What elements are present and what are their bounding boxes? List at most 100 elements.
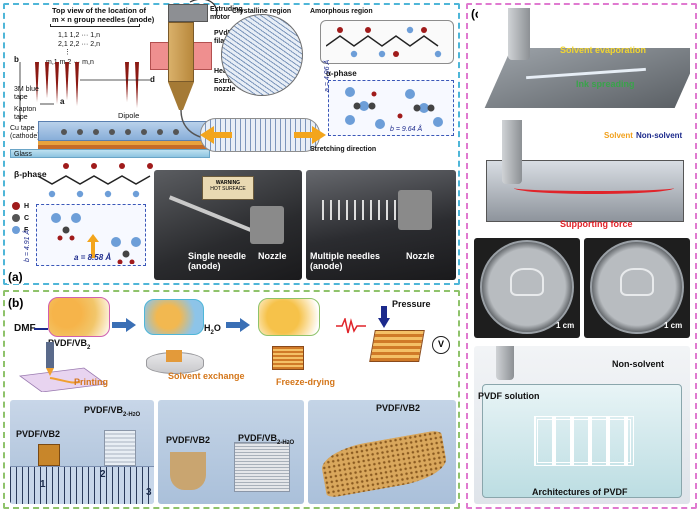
elephant-right [620,268,654,296]
scale-1: 1 cm [556,321,575,330]
mesh-sheet [234,442,290,492]
legend-c-label: C [24,215,30,222]
arrow-1 [112,318,136,332]
pvdf-vb2-text: PVDF/VB [48,338,88,348]
supporting-arc [514,182,674,194]
curved-sheet [170,452,206,490]
freeze-dry-zoom [258,298,320,336]
alpha-chain [326,26,442,58]
warning-line-1: WARNING [215,180,241,186]
legend-c-dot [12,214,20,222]
extruding-motor-label: Extruding motor [210,6,243,21]
printing-illustration [18,342,108,392]
pvdf-vb2-sub: 2 [87,344,91,351]
photo1-right-sub2: 2 [132,411,136,418]
stretch-arrows [200,126,326,144]
petri-left-disk [480,240,574,334]
pulse-icon [336,318,366,334]
elephant-left [510,268,544,296]
photo-film [308,400,456,504]
kapton-layer [38,141,208,145]
multiple-needles-photo [306,170,456,280]
ruler-num-3: 3 [146,487,152,498]
kapton-label: Kapton tape [14,106,37,121]
petri-dish-right [584,238,690,338]
top-view-title-1: Top view of the location of [52,6,147,15]
solvent-exchange-label: Solvent exchange [168,371,245,381]
dipole-row [61,129,179,135]
nozzle-label-2: Nozzle [406,251,435,261]
solvent-evap-label: Solvent evaporation [560,45,647,55]
photo-nozzle-body-2 [398,190,432,230]
photo-nozzle-body [250,206,284,244]
cube-large [104,430,136,466]
photo2-right-sub2: 2 [286,439,290,446]
dim-b: b [14,55,19,64]
extruder-nozzle [168,82,194,110]
photo1-left-label: PVDF/VB2 [16,429,61,439]
bath-sample [166,350,182,362]
pvdf-solution-label: PVDF solution [478,391,540,401]
photo-ruler [10,400,154,504]
cube-small [38,444,60,466]
beta-b-label: b = 4.91 Å [24,229,31,262]
legend-f-dot [12,226,20,234]
alpha-b-label: b = 9.64 Å [390,126,423,133]
legend-h-label: H [24,203,30,210]
tank-illustration [478,120,690,232]
photo1-right-o: O [135,411,141,418]
pressure-arrow [378,306,390,328]
beta-molecules [51,213,141,264]
freeze-drying-label: Freeze-drying [276,377,336,387]
architecture-illustration [474,346,690,504]
solvent-label: Solvent [604,131,633,140]
dim-a: a [60,97,65,106]
grid-row-1: 1,1 1,2 ··· 1,n [58,32,101,39]
non-solvent-label: Non-solvent [636,131,683,140]
syringe-bottom [496,346,514,380]
solvent-exchange-zoom [144,299,204,335]
h2o-sub: 2 [210,329,214,336]
beta-chain [38,163,153,198]
photo1-right-sub: 2-H [123,411,133,418]
alpha-molecules [345,87,443,129]
cu-layer [38,145,208,149]
photo1-right-label: PVDF/VB2-H2O [84,406,140,418]
freeze-dry-lattice [272,346,304,370]
h2o-label: H2O [204,324,221,336]
evaporation-illustration [478,8,690,116]
ruler [10,466,154,504]
panel-a [3,3,460,285]
printing-label: Printing [74,377,108,387]
blue-tape-label: 3M blue tape [14,86,39,101]
photo2-left-label: PVDF/VB2 [166,435,211,445]
nozzle-label-1: Nozzle [258,251,287,261]
legend-f-label: F [24,227,29,234]
sensor-stack [369,330,425,362]
pvdf-vb2-label: PVDF/VB2 [48,339,90,351]
crystalline-circle [221,14,303,96]
panel-b [3,290,460,509]
grid-row-3: m,1 m,2 ··· m,n [46,59,94,66]
dim-d: d [150,75,155,84]
dmf-arrow [34,328,48,330]
warning-line-2: HOT SURFACE [210,186,246,192]
stretching-label: Stretching direction [310,146,377,153]
extruder-body [168,22,194,82]
panel-b-label: (b) [7,296,25,310]
needle-array [19,62,150,122]
syringe-mid [502,120,522,184]
grid-dots: ⋮ [64,49,71,56]
panel-a-label: (a) [7,270,24,284]
photo2-right-sub: 2-H [277,439,287,446]
ruler-num-1: 1 [40,479,46,490]
single-needle-photo: WARNING HOT SURFACE [154,170,302,280]
ruler-num-2: 2 [100,469,106,480]
extruder-motor [168,4,208,22]
architectures-label: Architectures of PVDF [532,487,628,497]
syringe-top [508,8,530,60]
panel-c [466,3,697,509]
cu-tape-label: Cu tape (cathode) [10,125,40,140]
h2o-o: O [213,323,221,333]
multiple-needles-label: Multiple needles (anode) [310,251,381,271]
